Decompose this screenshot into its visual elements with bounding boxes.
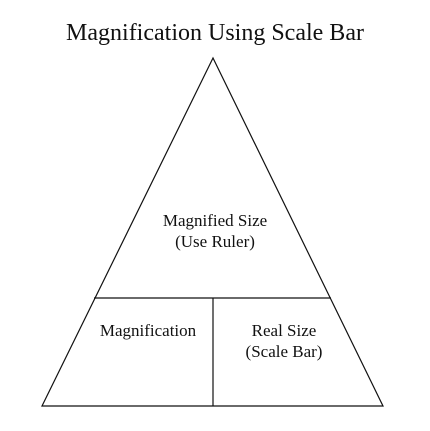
use-ruler-text: (Use Ruler) <box>175 232 255 251</box>
magnification-label: Magnification <box>86 320 210 341</box>
scale-bar-text: (Scale Bar) <box>245 342 323 361</box>
page-title: Magnification Using Scale Bar <box>66 20 364 46</box>
magnification-text: Magnification <box>99 321 197 340</box>
real-size-label: Real Size (Scale Bar) <box>222 320 346 362</box>
magnified-size-text: Magnified Size <box>162 211 268 230</box>
real-size-text: Real Size <box>251 321 317 340</box>
magnified-size-label: Magnified Size (Use Ruler) <box>120 210 310 252</box>
